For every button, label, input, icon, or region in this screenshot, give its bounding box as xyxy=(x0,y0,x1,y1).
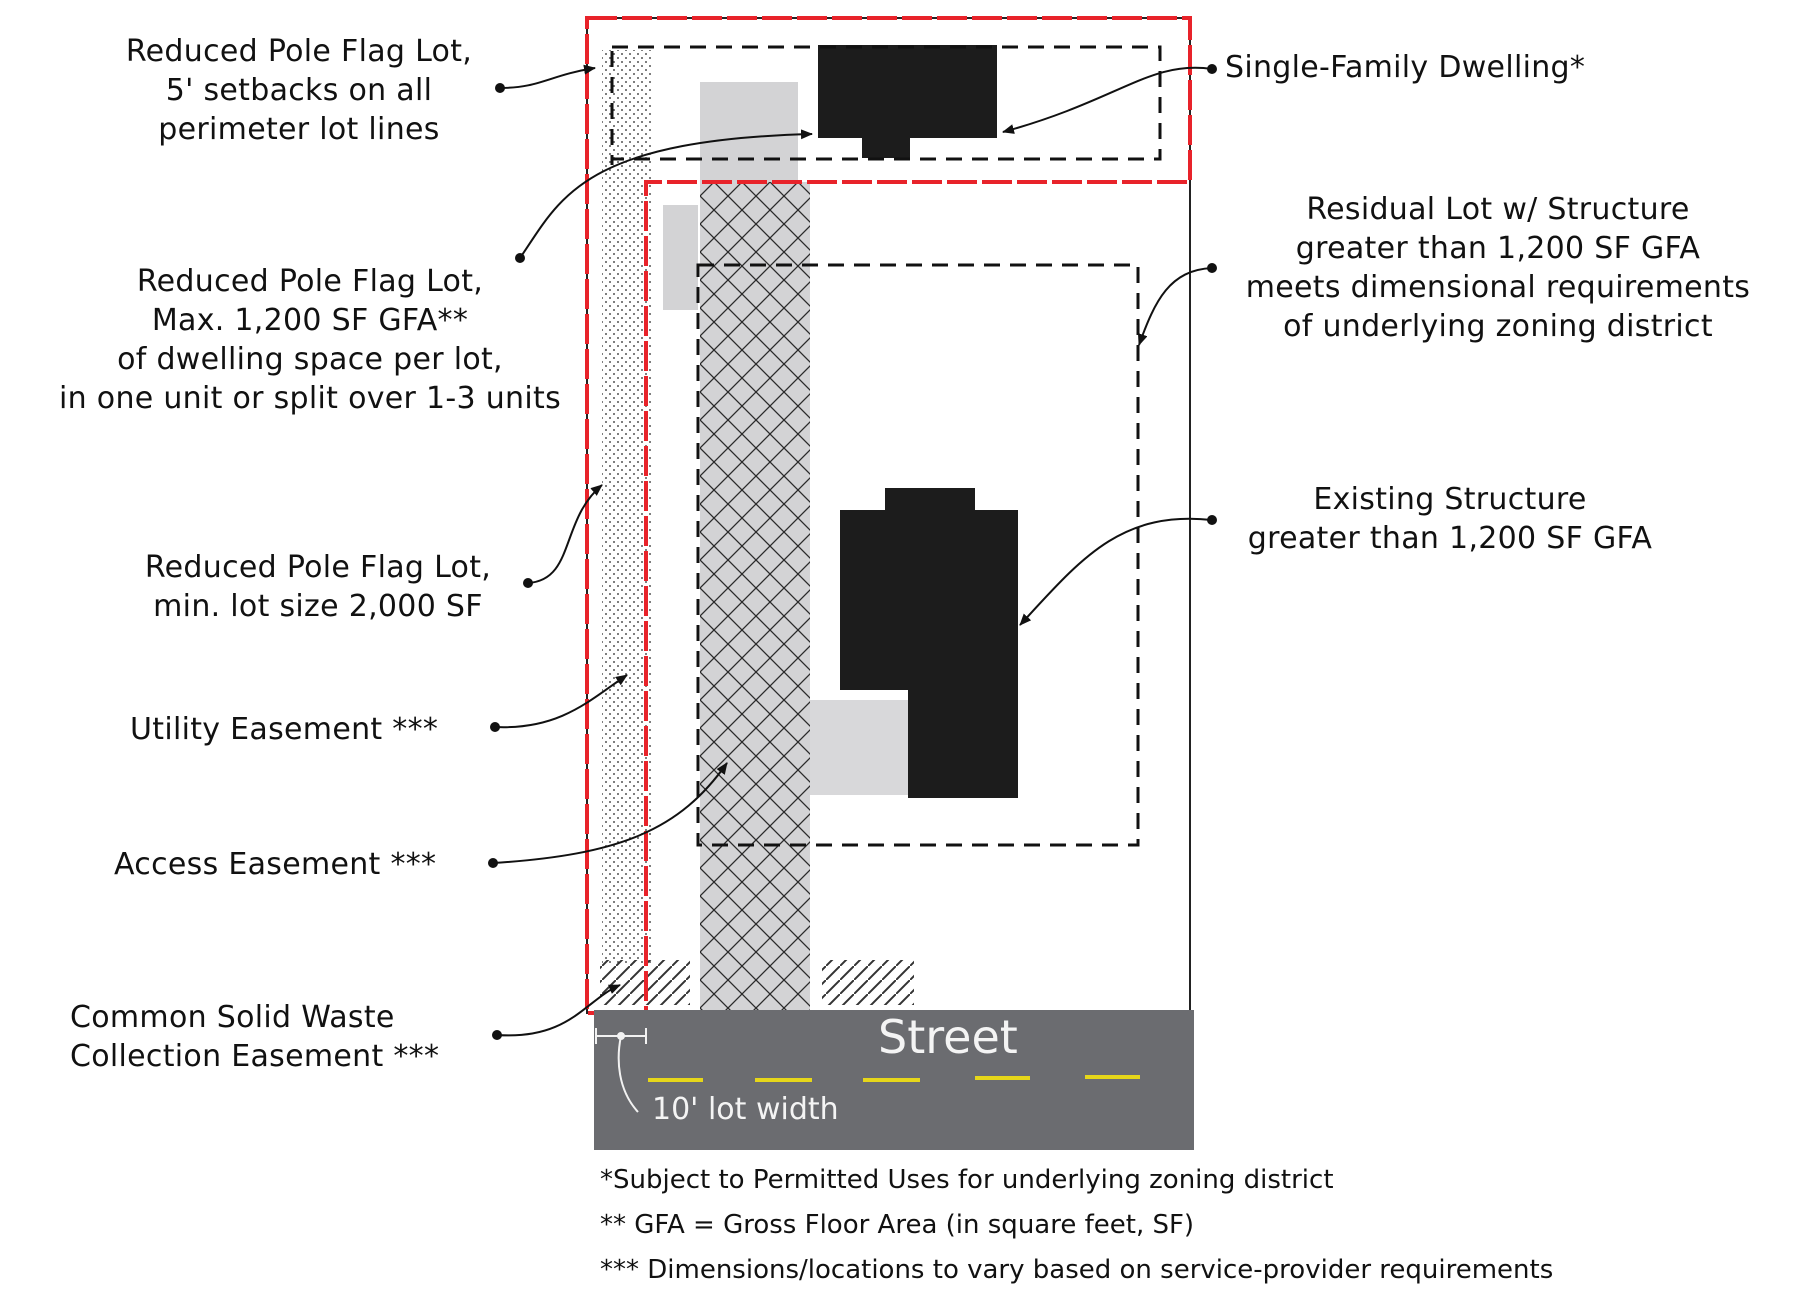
driveway xyxy=(810,700,910,795)
label-line: Reduced Pole Flag Lot, xyxy=(144,550,492,585)
waste-easement-hatch-right xyxy=(822,960,914,1005)
label-residual-lot: Residual Lot w/ Structure greater than 1… xyxy=(1228,190,1768,346)
label-line: Utility Easement *** xyxy=(130,712,439,747)
label-access-easement: Access Easement *** xyxy=(114,845,436,884)
access-easement-notch xyxy=(663,205,698,310)
label-line: Residual Lot w/ Structure xyxy=(1306,192,1690,227)
label-waste-easement: Common Solid Waste Collection Easement *… xyxy=(70,998,439,1076)
footnote-permitted-uses: *Subject to Permitted Uses for underlyin… xyxy=(600,1165,1334,1195)
lot-width-dimension xyxy=(595,1028,647,1113)
label-line: greater than 1,200 SF GFA xyxy=(1247,521,1653,556)
single-family-dwelling xyxy=(818,45,997,158)
label-line: Single-Family Dwelling* xyxy=(1225,50,1586,85)
label-line: of dwelling space per lot, xyxy=(117,342,503,377)
footnote-dimensions: *** Dimensions/locations to vary based o… xyxy=(600,1255,1554,1285)
label-line: Reduced Pole Flag Lot, xyxy=(125,34,473,69)
label-line: of underlying zoning district xyxy=(1283,309,1713,344)
residual-lot-setback-line xyxy=(696,263,1140,847)
lot-width-label: 10' lot width xyxy=(652,1092,839,1127)
existing-structure xyxy=(840,488,1018,798)
flag-lot-setback-line xyxy=(610,45,1162,161)
street-label: Street xyxy=(878,1010,1018,1064)
label-line: perimeter lot lines xyxy=(158,112,440,147)
label-line: greater than 1,200 SF GFA xyxy=(1295,231,1701,266)
label-line: Max. 1,200 SF GFA** xyxy=(151,303,469,338)
label-max-gfa: Reduced Pole Flag Lot, Max. 1,200 SF GFA… xyxy=(40,262,580,418)
label-line: Collection Easement *** xyxy=(70,1039,440,1074)
label-line: Existing Structure xyxy=(1313,482,1587,517)
label-line: in one unit or split over 1-3 units xyxy=(59,381,561,416)
label-line: Reduced Pole Flag Lot, xyxy=(136,264,484,299)
label-line: Access Easement *** xyxy=(114,847,437,882)
label-dwelling: Single-Family Dwelling* xyxy=(1225,48,1585,87)
label-line: meets dimensional requirements xyxy=(1245,270,1751,305)
access-easement-strip xyxy=(700,182,810,1012)
label-perimeter-setback: Reduced Pole Flag Lot, 5' setbacks on al… xyxy=(108,32,490,149)
footnote-gfa: ** GFA = Gross Floor Area (in square fee… xyxy=(600,1210,1195,1240)
leader-lines xyxy=(488,64,1217,1040)
flag-lot-boundary xyxy=(585,16,1192,1015)
utility-easement-strip xyxy=(602,50,652,965)
label-utility-easement: Utility Easement *** xyxy=(130,710,438,749)
access-easement-top xyxy=(700,82,798,182)
label-line: Common Solid Waste xyxy=(70,1000,395,1035)
label-line: 5' setbacks on all xyxy=(165,73,433,108)
label-line: min. lot size 2,000 SF xyxy=(153,589,483,624)
label-existing-structure: Existing Structure greater than 1,200 SF… xyxy=(1225,480,1675,558)
label-min-lot-size: Reduced Pole Flag Lot, min. lot size 2,0… xyxy=(118,548,518,626)
lane-markings xyxy=(648,1075,1140,1082)
